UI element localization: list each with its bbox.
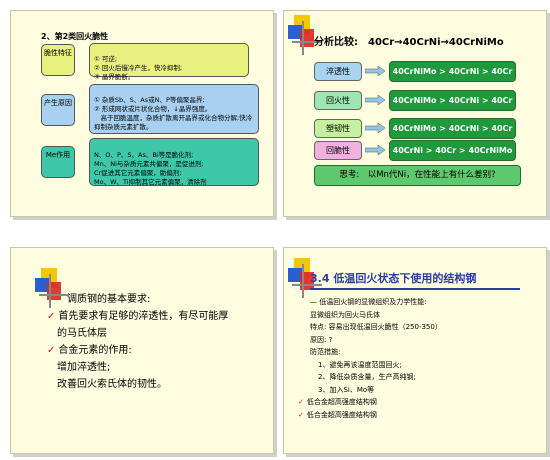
slide-3-body: ✓首先要求有足够的淬透性，有尽可能厚 的马氏体层 ✓合金元素的作用: 增加淬透性… (47, 308, 267, 393)
slide-3-heading: 调质钢的基本要求: (67, 294, 151, 305)
result-hardenability: 40CrNiMo > 40CrNi > 40Cr (389, 61, 516, 82)
pill-toughness: 塑韧性 (314, 119, 362, 138)
text-brittleness-feature: ① 可逆; ② 回火后慢冷产生，快冷抑制; ③ 晶界脆断。 (89, 43, 249, 81)
slide-1-title: 2、第2类回火脆性 (41, 32, 109, 41)
list-item: 特点: 容易出现低温回火脆性（250-350） (310, 323, 442, 331)
pill-temper-brittleness: 回脆性 (314, 141, 362, 160)
text-cause: ① 杂质Sb、S、As或N、P等偏聚晶界; ② 形成网状或片状化合物，↓晶界强度… (89, 84, 259, 134)
list-item: 原因: ? (310, 335, 333, 344)
slide-4[interactable]: 3.4 低温回火状态下使用的结构钢 — 低温回火钢的显微组织及力学性能: 显微组… (283, 247, 547, 454)
slide-1[interactable]: 2、第2类回火脆性 脆性特征 ① 可逆; ② 回火后慢冷产生，快冷抑制; ③ 晶… (10, 10, 274, 217)
checkmark-icon: ✓ (298, 398, 304, 406)
list-item: 2、降低杂质含量，生产高纯钢; (318, 373, 416, 381)
list-item: — 低温回火钢的显微组织及力学性能: (310, 298, 427, 306)
checkmark-icon: ✓ (47, 311, 56, 322)
list-item: 防范措施: (310, 348, 341, 356)
checkmark-icon: ✓ (298, 410, 304, 419)
pill-hardenability: 淬透性 (314, 62, 362, 81)
slide-4-title: 3.4 低温回火状态下使用的结构钢 (310, 272, 477, 285)
arrow-right-icon (365, 66, 385, 76)
title-underline (310, 288, 520, 290)
result-temper-resistance: 40CrNiMo > 40CrNi > 40Cr (389, 90, 516, 111)
decorative-squares-icon (35, 268, 69, 308)
label-me-role: Me作用 (41, 146, 75, 178)
list-item: 3、加入Si、Mo等 (318, 385, 375, 394)
list-item: 增加淬透性; (57, 362, 111, 373)
list-item: ✓首先要求有足够的淬透性，有尽可能厚 (47, 311, 229, 322)
label-cause: 产生原因 (41, 94, 75, 126)
list-item: 改善回火索氏体的韧性。 (57, 379, 167, 390)
text-me-role: N、O、P、S、As、Bi等是脆化剂; Mn、Ni与杂质元素共偏聚，是促进剂; … (89, 138, 259, 186)
slide-2-title: 分析比较: 40Cr→40CrNi→40CrNiMo (314, 37, 504, 48)
slide-3[interactable]: 调质钢的基本要求: ✓首先要求有足够的淬透性，有尽可能厚 的马氏体层 ✓合金元素… (10, 247, 274, 454)
list-item: ✓合金元素的作用: (47, 345, 132, 356)
list-item: ✓低合金超高强度结构钢 (298, 410, 377, 419)
list-item: 显微组织为回火马氏体 (310, 310, 380, 319)
list-item: ✓低合金超高强度结构钢 (298, 398, 377, 406)
result-toughness: 40CrNiMo > 40CrNi > 40Cr (389, 118, 516, 139)
checkmark-icon: ✓ (47, 345, 56, 356)
list-item: 的马氏体层 (57, 328, 107, 339)
slide-2[interactable]: 分析比较: 40Cr→40CrNi→40CrNiMo 淬透性 40CrNiMo … (283, 10, 547, 217)
decorative-squares-icon (288, 258, 322, 298)
arrow-right-icon (365, 95, 385, 105)
thinking-question: 思考: 以Mn代Ni，在性能上有什么差别? (314, 165, 521, 186)
result-temper-brittleness: 40CrNi > 40Cr > 40CrNiMo (389, 140, 516, 161)
arrow-right-icon (365, 145, 385, 155)
pill-temper-resistance: 回火性 (314, 91, 362, 110)
arrow-right-icon (365, 123, 385, 133)
label-brittleness-feature: 脆性特征 (41, 44, 75, 76)
slide-4-body: — 低温回火钢的显微组织及力学性能: 显微组织为回火马氏体 特点: 容易出现低温… (298, 296, 538, 421)
list-item: 1、避免再该温度范围回火; (318, 360, 402, 369)
decorative-squares-icon (288, 15, 322, 55)
